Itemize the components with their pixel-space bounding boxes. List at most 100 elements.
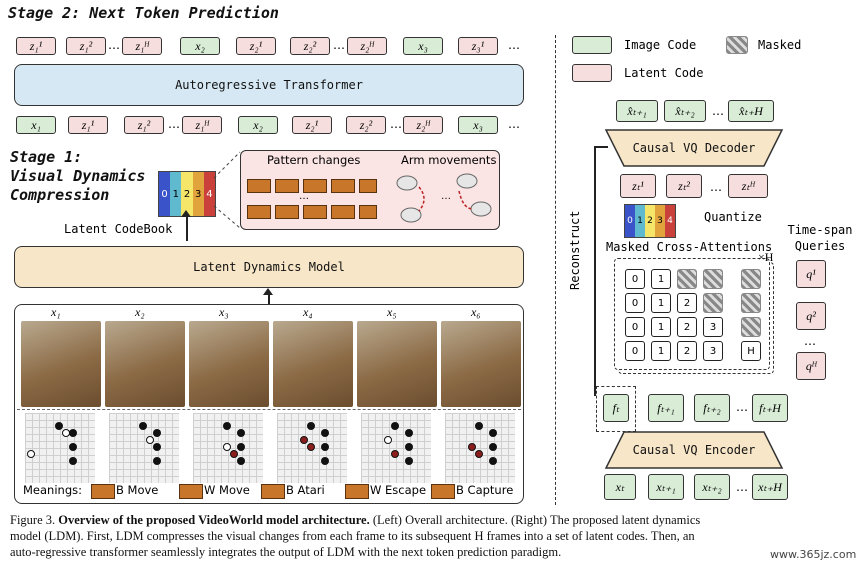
frame-label: x₄	[303, 305, 313, 319]
arm-movements-label: Arm movements	[401, 153, 497, 167]
stone	[237, 457, 245, 465]
examples-panel: Pattern changes Arm movements … …	[240, 150, 500, 230]
stone	[307, 422, 315, 430]
mask-cell: 1	[651, 293, 671, 313]
meaning-label: B Move	[116, 483, 159, 497]
token: x₃	[458, 116, 498, 134]
token: z₂¹	[292, 116, 332, 134]
meaning-label: B Atari	[286, 483, 325, 497]
separator	[555, 35, 556, 505]
codebook-entry: 2	[181, 172, 193, 216]
query: q²	[796, 302, 826, 330]
masked-cell	[741, 269, 761, 289]
token: z₂ᴴ	[347, 37, 387, 55]
pattern-icons: …	[247, 175, 377, 225]
meanings-label: Meanings:	[23, 483, 82, 497]
feature-token: fₜ₊₁	[648, 394, 684, 422]
codebook-entry: 2	[645, 205, 655, 237]
latent-token: zₜᴴ	[728, 174, 768, 198]
mask-cell: 0	[625, 269, 645, 289]
stone	[489, 429, 497, 437]
reconstruct-label: Reconstruct	[568, 210, 582, 290]
arrow-head-icon	[263, 288, 273, 295]
latent-code-swatch	[572, 64, 612, 82]
board-icon	[275, 205, 299, 219]
stone	[321, 429, 329, 437]
ellipsis: …	[712, 104, 724, 118]
ellipsis: …	[333, 38, 345, 52]
codebook-entry: 4	[203, 172, 216, 216]
mask-cell: H	[741, 341, 761, 361]
latent-token: zₜ²	[666, 174, 702, 198]
b-atari-icon	[261, 484, 285, 499]
ellipsis: …	[736, 480, 748, 494]
mask-cell: 2	[677, 293, 697, 313]
ellipsis: …	[168, 117, 180, 131]
stone	[489, 443, 497, 451]
feature-token: fₜ	[603, 394, 629, 422]
mask-cell: 1	[651, 341, 671, 361]
masked-cell	[677, 269, 697, 289]
frame-label: x₁	[51, 305, 61, 319]
quantize-codebook: 0 1 2 3 4	[624, 204, 676, 238]
codebook-entry: 3	[192, 172, 204, 216]
b-capture-icon	[431, 484, 455, 499]
svg-text:…: …	[441, 191, 451, 202]
input-token: xₜ₊₂	[694, 474, 730, 500]
board-icon	[303, 179, 327, 193]
codebook-label: Latent CodeBook	[64, 222, 173, 236]
token: z₁¹	[68, 116, 108, 134]
causal-vq-encoder: Causal VQ Encoder	[632, 443, 756, 457]
caption-text: (Left) Overall architecture. (Right) The…	[372, 513, 701, 527]
decoder-shape	[604, 129, 784, 167]
mask-cell: 0	[625, 341, 645, 361]
go-board	[109, 413, 179, 483]
stone	[153, 443, 161, 451]
stone	[300, 436, 308, 444]
stone	[475, 422, 483, 430]
frame-image	[189, 321, 269, 407]
stone	[384, 436, 392, 444]
stone	[405, 457, 413, 465]
board-icon	[275, 179, 299, 193]
reconstruct-line	[594, 146, 596, 396]
stage1-title-line: Visual Dynamics	[10, 167, 146, 185]
caption-line: model (LDM). First, LDM compresses the v…	[10, 529, 695, 543]
legend-image-code: Image Code	[624, 38, 697, 52]
stone	[69, 443, 77, 451]
go-board	[193, 413, 263, 483]
mask-cell: 1	[651, 269, 671, 289]
token: z₂¹	[236, 37, 276, 55]
w-move-icon	[179, 484, 203, 499]
meaning-label: W Escape	[370, 483, 427, 497]
masked-swatch	[726, 36, 748, 54]
meaning-label: B Capture	[456, 483, 514, 497]
board-icon	[359, 205, 377, 219]
masked-cell	[703, 269, 723, 289]
autoregressive-transformer: Autoregressive Transformer	[14, 64, 524, 106]
token: x₃	[403, 37, 443, 55]
codebook-entry: 4	[665, 205, 675, 237]
token: z₂²	[346, 116, 386, 134]
board-icon	[303, 205, 327, 219]
stage1-title-line: Compression	[10, 186, 110, 204]
frame-image	[105, 321, 185, 407]
queries-title-line: Queries	[794, 239, 846, 253]
go-board	[25, 413, 95, 483]
masked-cell	[741, 317, 761, 337]
stone	[468, 443, 476, 451]
decoder-output: x̂ₜ₊H	[728, 100, 774, 122]
current-feature-highlight	[596, 386, 636, 432]
query: q¹	[796, 260, 826, 288]
stone	[237, 429, 245, 437]
caption-bold: Overview of the proposed VideoWorld mode…	[58, 513, 370, 527]
frame-image	[357, 321, 437, 407]
token: z₁ᴴ	[122, 37, 162, 55]
stone	[69, 429, 77, 437]
token: z₁ᴴ	[182, 116, 222, 134]
frame-image	[441, 321, 521, 407]
mask-cell: 0	[625, 293, 645, 313]
query: qᴴ	[796, 352, 826, 380]
ellipsis: …	[508, 117, 520, 131]
board-icon	[331, 205, 355, 219]
